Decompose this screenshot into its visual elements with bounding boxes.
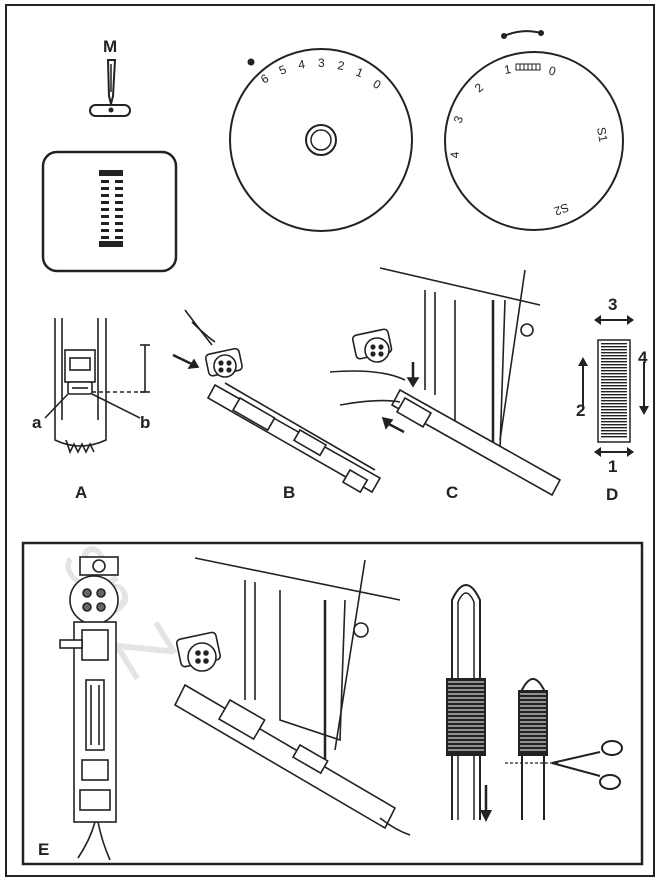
stitch-mark [601, 433, 627, 435]
stitch-mark [601, 391, 627, 393]
stitch-mark [601, 403, 627, 405]
part-label-a: a [32, 413, 42, 432]
scissors-icon [551, 740, 623, 790]
stitch-mark [101, 215, 109, 218]
stitch-mark [601, 367, 627, 369]
stitch-mark [115, 229, 123, 232]
stitch-mark [115, 180, 123, 183]
stitch-mark [115, 187, 123, 190]
dial-number: 2 [336, 58, 345, 73]
dial-number: 1 [354, 65, 366, 81]
stitch-mark [601, 352, 627, 354]
stitch-mark [101, 222, 109, 225]
stitch-mark [601, 358, 627, 360]
stitch-mark [101, 208, 109, 211]
dial-number: 0 [547, 63, 557, 78]
stitch-mark [601, 379, 627, 381]
watermark: sp Z [46, 524, 193, 690]
stitch-mark [601, 436, 627, 438]
figure-label-e: E [38, 840, 49, 859]
stitch-mark [601, 370, 627, 372]
stitch-mark [115, 208, 123, 211]
stitch-mark [601, 388, 627, 390]
step-label-1: 1 [608, 457, 617, 476]
dial-number: 1 [503, 62, 512, 77]
stitch-mark [601, 421, 627, 423]
stitch-mark [601, 361, 627, 363]
stitch-mark [101, 229, 109, 232]
step-label-2: 2 [576, 401, 585, 420]
stitch-mark [601, 397, 627, 399]
stitch-mark [101, 236, 109, 239]
stitch-mark [601, 400, 627, 402]
step-label-3: 3 [608, 295, 617, 314]
figure-label-c: C [446, 483, 458, 502]
stitch-mark [115, 201, 123, 204]
stitch-mark [115, 236, 123, 239]
stitch-mark [601, 346, 627, 348]
stitch-mark [115, 222, 123, 225]
stitch-mark [601, 409, 627, 411]
stitch-mark [101, 194, 109, 197]
stitch-mark [601, 385, 627, 387]
stitch-mark [601, 430, 627, 432]
buttonhole-mark-icon [515, 63, 541, 71]
figure-d-sewing-sequence [578, 315, 649, 457]
watermark-text: sp Z [46, 524, 193, 690]
figure-e-finished-loop [446, 584, 560, 822]
figure-e-foot-top [59, 556, 119, 861]
figure-label-d: D [606, 485, 618, 504]
stitch-mark [601, 412, 627, 414]
stitch-selector-dial: 1 0 2 3 4 S1 S2 [444, 30, 624, 231]
dial-number: 3 [451, 114, 467, 125]
stitch-mark [601, 418, 627, 420]
stitch-mark [601, 382, 627, 384]
stitch-mark [601, 406, 627, 408]
stitch-mark [101, 180, 109, 183]
needle-position-symbol: M [89, 37, 131, 117]
stitch-mark [115, 194, 123, 197]
dial-number: 3 [318, 56, 325, 70]
dial-indicator-dot [247, 58, 255, 66]
stitch-mark [101, 201, 109, 204]
stitch-mark [101, 187, 109, 190]
dial-number: 5 [277, 62, 289, 78]
figure-label-b: B [283, 483, 295, 502]
needle-position-label: M [103, 37, 117, 56]
stitch-mark [601, 349, 627, 351]
figure-e-sewing-buttonhole [173, 557, 411, 836]
figure-label-a: A [75, 483, 87, 502]
stitch-mark [115, 215, 123, 218]
stitch-mark [601, 424, 627, 426]
dial-number: 4 [297, 57, 306, 72]
figure-c-pull-lever [329, 267, 562, 497]
dial-number: S2 [552, 200, 571, 218]
figure-b-attach-button [172, 309, 382, 494]
stitch-mark [601, 394, 627, 396]
stitch-length-dial: 6 5 4 3 2 1 0 [229, 48, 413, 232]
step-label-4: 4 [638, 348, 648, 367]
page-frame [5, 4, 655, 877]
stitch-mark [601, 343, 627, 345]
stitch-mark [601, 355, 627, 357]
stitch-mark [601, 376, 627, 378]
stitch-mark [601, 373, 627, 375]
stitch-mark [601, 415, 627, 417]
buttonhole-stitch-symbol [41, 150, 178, 273]
dial-number: S1 [594, 126, 610, 143]
figure-a-foot-front [44, 318, 150, 455]
panel-e-frame [21, 541, 644, 866]
dial-number: 4 [447, 151, 462, 159]
part-label-b: b [140, 413, 150, 432]
stitch-mark [601, 427, 627, 429]
stitch-mark [601, 364, 627, 366]
